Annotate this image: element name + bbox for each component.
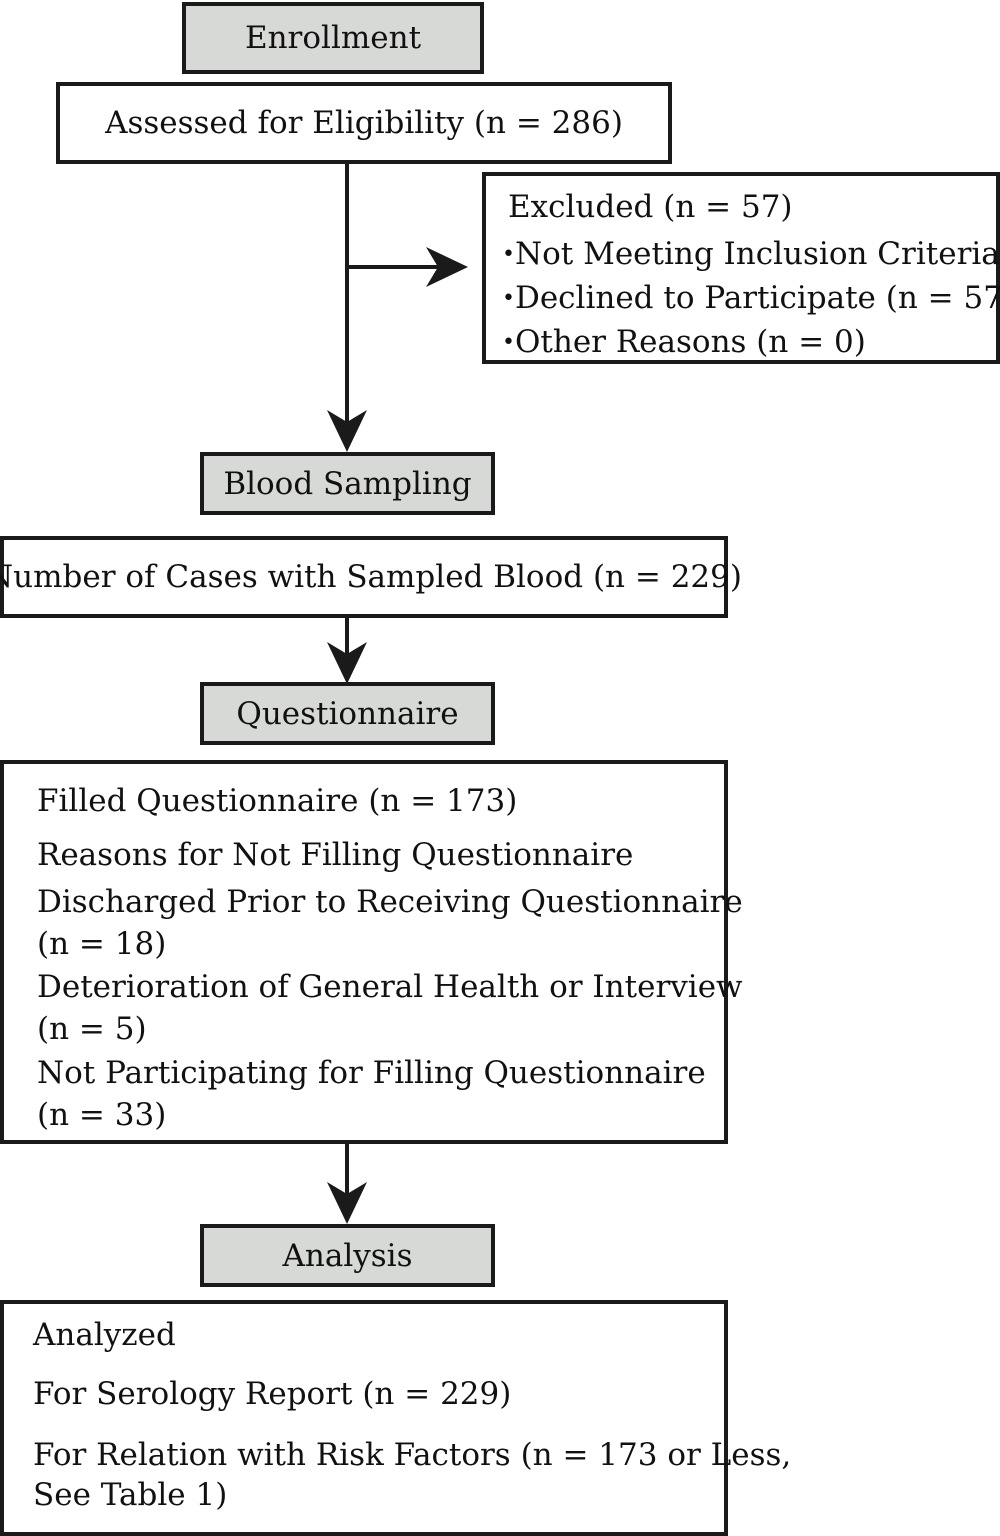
not-participating-reason-text: Not Participating for Filling Questionna… <box>37 1055 706 1091</box>
assessed-box: Assessed for Eligibility (n = 286) <box>56 82 672 164</box>
discharged-reason-text: Discharged Prior to Receiving Questionna… <box>37 884 743 920</box>
excluded-reason-item: Not Meeting Inclusion Criteria <box>502 235 1000 277</box>
blood-sampling-header-label: Blood Sampling <box>223 465 472 502</box>
not-participating-reason-count: (n = 33) <box>37 1097 167 1133</box>
excluded-box: Excluded (n = 57) Not Meeting Inclusion … <box>482 172 1000 364</box>
questionnaire-details-box: Filled Questionnaire (n = 173) Reasons f… <box>0 760 743 1144</box>
excluded-title: Excluded (n = 57) <box>508 189 793 225</box>
excluded-reason-label: Other Reasons (n = 0) <box>514 324 866 360</box>
analysis-details-box: Analyzed For Serology Report (n = 229) F… <box>0 1300 792 1536</box>
deterioration-reason-text: Deterioration of General Health or Inter… <box>37 969 743 1005</box>
arrowhead-to-analysis <box>327 1182 367 1224</box>
filled-questionnaire-text: Filled Questionnaire (n = 173) <box>37 783 518 819</box>
bullet-icon <box>502 236 515 272</box>
arrowhead-to-excluded <box>426 247 468 287</box>
bullet-icon <box>502 324 515 360</box>
excluded-reason-item: Other Reasons (n = 0) <box>502 323 996 365</box>
analysis-header: Analysis <box>200 1224 495 1287</box>
not-filling-reasons-title: Reasons for Not Filling Questionnaire <box>37 837 634 873</box>
analysis-header-label: Analysis <box>282 1237 413 1274</box>
arrowhead-to-questionnaire <box>327 642 367 684</box>
blood-sampling-header: Blood Sampling <box>200 452 495 515</box>
deterioration-reason-count: (n = 5) <box>37 1011 147 1047</box>
questionnaire-header: Questionnaire <box>200 682 495 745</box>
bullet-icon <box>502 280 515 316</box>
serology-report-text: For Serology Report (n = 229) <box>33 1376 512 1412</box>
enrollment-header: Enrollment <box>182 2 484 74</box>
enrollment-header-label: Enrollment <box>244 20 422 56</box>
discharged-reason-count: (n = 18) <box>37 926 167 962</box>
questionnaire-header-label: Questionnaire <box>236 695 459 732</box>
risk-factors-note: See Table 1) <box>33 1477 228 1513</box>
sampled-cases-box: Number of Cases with Sampled Blood (n = … <box>0 536 742 618</box>
assessed-label: Assessed for Eligibility (n = 286) <box>105 105 623 141</box>
excluded-reason-label: Not Meeting Inclusion Criteria <box>514 236 1000 272</box>
excluded-reason-label: Declined to Participate (n = 57) <box>514 280 1000 316</box>
arrowhead-to-blood <box>327 410 367 452</box>
analyzed-title: Analyzed <box>33 1317 176 1353</box>
sampled-cases-label: Number of Cases with Sampled Blood (n = … <box>0 559 742 595</box>
risk-factors-text: For Relation with Risk Factors (n = 173 … <box>33 1437 792 1473</box>
excluded-reason-item: Declined to Participate (n = 57) <box>502 279 1000 321</box>
